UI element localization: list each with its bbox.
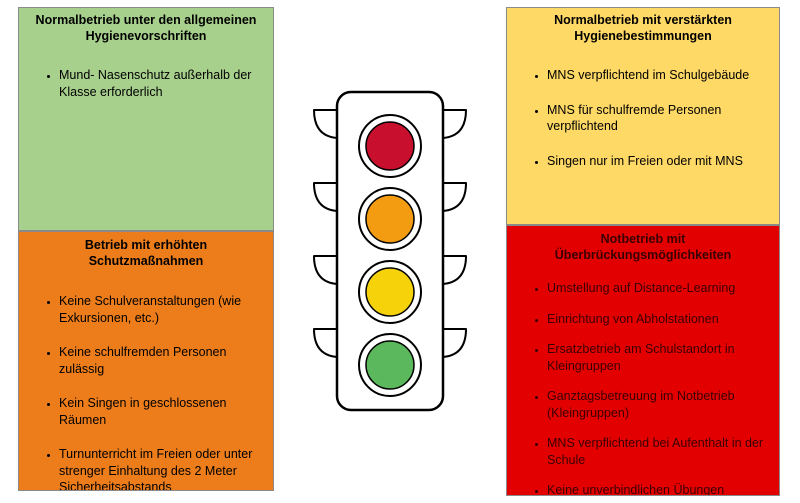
visor-left-3 (313, 255, 338, 285)
panel-green-normal-operation: Normalbetrieb unter den allgemeinen Hygi… (18, 7, 274, 231)
panel-red-emergency-operation: Notbetrieb mit Überbrückungsmöglichkeite… (506, 225, 780, 496)
panel-orange-list: Keine Schulveranstaltungen (wie Exkursio… (29, 293, 263, 490)
traffic-light-icon (313, 90, 467, 412)
panel-red-list: Umstellung auf Distance-Learning Einrich… (517, 280, 769, 495)
yellow-light-icon (365, 267, 415, 317)
visor-right-4 (442, 328, 467, 358)
list-item: Mund- Nasenschutz außerhalb der Klasse e… (59, 67, 263, 100)
list-item: Ganztagsbetreuung im Notbetrieb (Kleingr… (547, 388, 769, 421)
panel-red-title: Notbetrieb mit Überbrückungsmöglichkeite… (554, 232, 732, 262)
visor-right-3 (442, 255, 467, 285)
panel-yellow-list: MNS verpflichtend im Schulgebäude MNS fü… (517, 67, 769, 169)
panel-green-list: Mund- Nasenschutz außerhalb der Klasse e… (29, 67, 263, 100)
list-item: Turnunterricht im Freien oder unter stre… (59, 446, 263, 490)
visor-left-4 (313, 328, 338, 358)
list-item: Keine Schulveranstaltungen (wie Exkursio… (59, 293, 263, 326)
visor-right-1 (442, 109, 467, 139)
panel-green-title: Normalbetrieb unter den allgemeinen Hygi… (35, 13, 257, 43)
red-light-icon (365, 121, 415, 171)
visor-left-2 (313, 182, 338, 212)
panel-yellow-title: Normalbetrieb mit verstärkten Hygienebes… (554, 13, 732, 43)
list-item: Einrichtung von Abholstationen (547, 311, 769, 328)
orange-light-icon (365, 194, 415, 244)
list-item: MNS verpflichtend im Schulgebäude (547, 67, 769, 84)
visor-left-1 (313, 109, 338, 139)
list-item: Umstellung auf Distance-Learning (547, 280, 769, 297)
list-item: Kein Singen in geschlossenen Räumen (59, 395, 263, 428)
list-item: MNS für schulfremde Personen verpflichte… (547, 102, 769, 135)
list-item: Keine unverbindlichen Übungen (547, 482, 769, 495)
list-item: Singen nur im Freien oder mit MNS (547, 153, 769, 170)
list-item: Ersatzbetrieb am Schulstandort in Kleing… (547, 341, 769, 374)
panel-orange-title: Betrieb mit erhöhten Schutzmaßnahmen (84, 238, 208, 268)
list-item: MNS verpflichtend bei Aufenthalt in der … (547, 435, 769, 468)
list-item: Keine schulfremden Personen zulässig (59, 344, 263, 377)
visor-right-2 (442, 182, 467, 212)
panel-orange-increased-measures: Betrieb mit erhöhten Schutzmaßnahmen Kei… (18, 231, 274, 491)
panel-yellow-enhanced-hygiene: Normalbetrieb mit verstärkten Hygienebes… (506, 7, 780, 225)
green-light-icon (365, 340, 415, 390)
